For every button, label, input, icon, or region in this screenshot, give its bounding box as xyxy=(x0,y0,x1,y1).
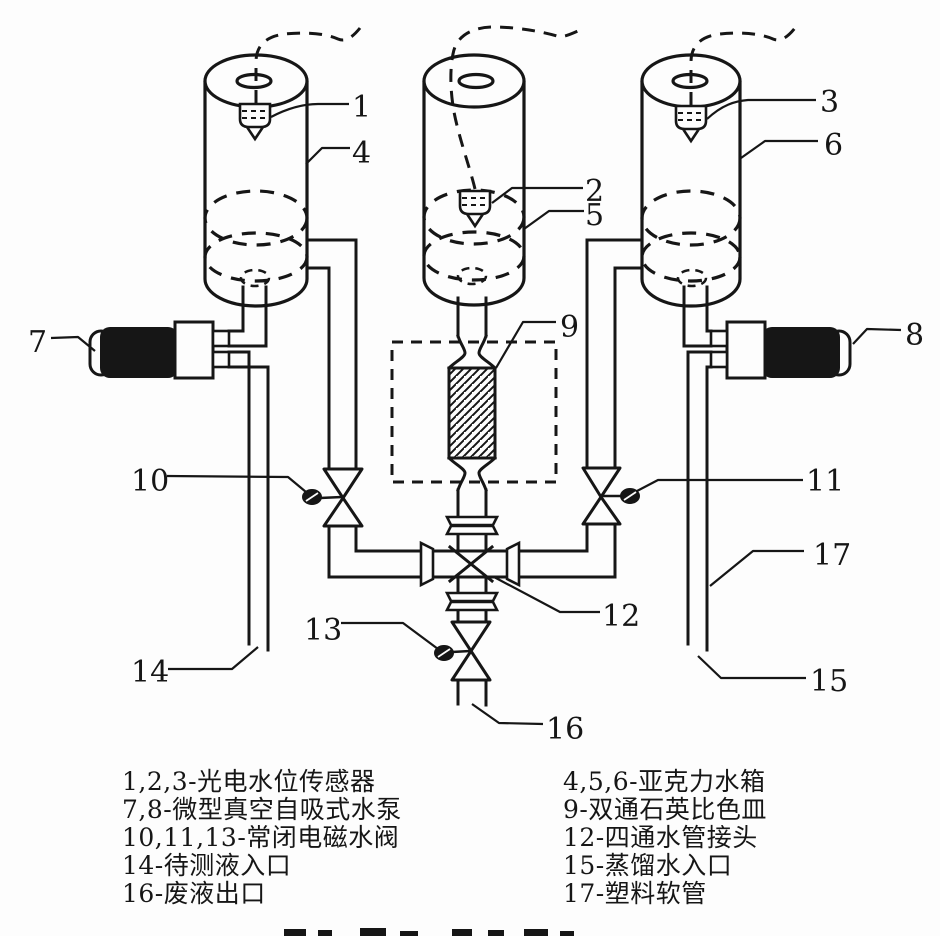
callout-7: 7 xyxy=(28,325,47,360)
level-sensors xyxy=(238,102,708,229)
valve-10 xyxy=(302,467,364,528)
valves xyxy=(302,466,640,682)
callout-12: 12 xyxy=(602,599,640,634)
valve-11 xyxy=(581,466,640,526)
pipe-tank6-drain xyxy=(682,285,713,348)
legend-left-3: 10,11,13-常闭电磁水阀 xyxy=(122,823,399,852)
sensor-2 xyxy=(458,189,492,229)
pipe-tank4-to-valve10 xyxy=(305,238,358,471)
callout-10: 10 xyxy=(131,464,169,499)
pipe-tank4-drain xyxy=(227,285,268,348)
sensor-cables xyxy=(254,25,797,190)
hose-sample-inlet-14 xyxy=(227,350,270,652)
pipe-waste-outlet xyxy=(456,678,488,707)
callout-5: 5 xyxy=(585,198,604,233)
pump-8-motor xyxy=(762,327,840,378)
legend-right-4: 15-蒸馏水入口 xyxy=(563,851,732,880)
cross-flange-left xyxy=(419,540,435,588)
clipped-caption-marks xyxy=(284,928,574,936)
cross-flange-right xyxy=(505,540,521,588)
legend-left-5: 16-废液出口 xyxy=(122,879,266,908)
callout-leaders xyxy=(50,98,902,726)
cross-junction-x xyxy=(447,544,495,584)
legend: 1,2,3-光电水位传感器 7,8-微型真空自吸式水泵 10,11,13-常闭电… xyxy=(122,767,767,908)
legend-right-2: 9-双通石英比色皿 xyxy=(563,795,767,824)
callout-14: 14 xyxy=(131,655,169,690)
tank-5 xyxy=(422,53,526,307)
cuvette-9 xyxy=(390,340,558,484)
pump-8 xyxy=(709,320,852,380)
callout-8: 8 xyxy=(905,318,924,353)
callout-17: 17 xyxy=(813,538,851,573)
pipe-fittings xyxy=(419,515,521,612)
callout-3: 3 xyxy=(820,85,839,120)
cuvette-neck-upper xyxy=(446,334,498,371)
callout-16: 16 xyxy=(546,712,584,747)
callout-6: 6 xyxy=(824,128,843,163)
pipe-valve11-to-cross xyxy=(517,522,617,579)
legend-right-1: 4,5,6-亚克力水箱 xyxy=(563,767,766,796)
pipe-valve10-to-cross xyxy=(327,523,423,579)
hose-distilled-inlet-17 xyxy=(686,350,713,652)
legend-left-2: 7,8-微型真空自吸式水泵 xyxy=(122,795,402,824)
callout-15: 15 xyxy=(810,664,848,699)
callout-9: 9 xyxy=(560,310,579,345)
cuvette-dashed-box xyxy=(390,340,558,484)
legend-right-3: 12-四通水管接头 xyxy=(563,823,758,852)
cable-sensor-2 xyxy=(449,25,579,190)
pump-7-head xyxy=(173,320,215,380)
callout-4: 4 xyxy=(352,136,371,171)
pump-8-head xyxy=(725,320,767,380)
sensor-3 xyxy=(674,104,708,144)
tank-4 xyxy=(203,53,309,308)
cuvette-body xyxy=(447,366,497,460)
pumps xyxy=(88,320,852,380)
callout-13: 13 xyxy=(304,613,342,648)
legend-left-1: 1,2,3-光电水位传感器 xyxy=(122,767,376,796)
callout-1: 1 xyxy=(352,90,371,125)
cuvette-neck-lower xyxy=(446,455,498,492)
pump-7 xyxy=(88,320,231,380)
callout-numbers: 1 2 3 4 5 6 7 8 9 10 11 12 13 14 15 16 1… xyxy=(28,85,924,747)
cable-sensor-3 xyxy=(689,27,797,105)
valve-13 xyxy=(434,620,492,682)
callout-11: 11 xyxy=(806,464,844,499)
legend-left-4: 14-待测液入口 xyxy=(122,851,291,880)
callout-2: 2 xyxy=(585,174,604,209)
sensor-1 xyxy=(238,102,272,142)
union-below-cross xyxy=(444,591,500,612)
pump-7-motor xyxy=(100,327,178,378)
tank4-top-slot xyxy=(235,72,273,90)
legend-right-5: 17-塑料软管 xyxy=(563,879,707,908)
tank5-top-slot xyxy=(457,72,495,90)
cable-sensor-1 xyxy=(254,27,362,103)
pipe-tank6-to-valve11 xyxy=(585,238,644,470)
union-above-cross xyxy=(444,515,500,536)
tanks xyxy=(203,53,742,308)
